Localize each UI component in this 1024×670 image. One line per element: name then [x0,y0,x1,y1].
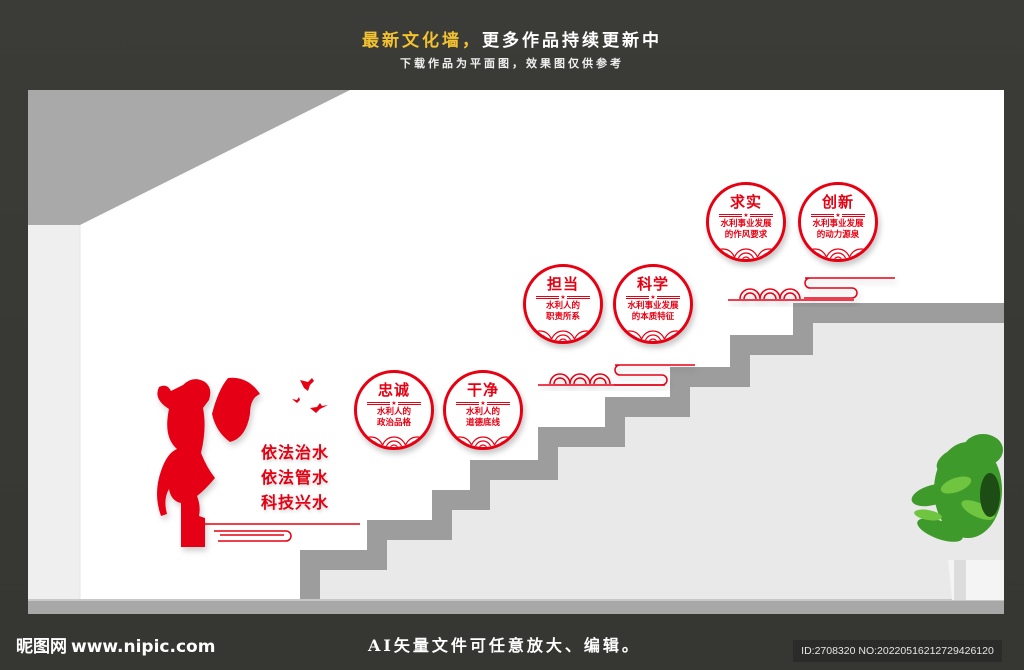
slogan-line: 科技兴水 [261,493,330,512]
subline: 下载作品为平面图，效果图仅供参考 [400,57,624,70]
badge-title: 科学 [636,275,669,293]
wave-pattern-icon [617,330,689,341]
badge-science: 科学 ★ 水利事业发展 的本质特征 [613,264,693,344]
headline: 最新文化墙，更多作品持续更新中 [0,30,1024,52]
star-icon: ★ [650,294,656,301]
birds-icon [292,378,328,413]
badge-line: 水利事业发展 [720,219,772,229]
badge-title: 求实 [729,193,762,211]
badge-divider: ★ [626,294,680,301]
badge-line: 的动力源泉 [816,230,860,240]
badge-responsibility: 担当 ★ 水利人的 职责所系 [523,264,603,344]
site-name: 昵图网 [16,637,67,657]
top-banner: 最新文化墙，更多作品持续更新中 下载作品为平面图，效果图仅供参考 [0,30,1024,72]
badge-line: 职责所系 [545,312,580,322]
badge-line: 水利事业发展 [812,219,864,229]
side-wall [28,225,80,600]
badge-divider: ★ [367,400,421,407]
badge-divider: ★ [456,400,510,407]
slogan-line: 依法治水 [261,443,330,462]
badge-line: 道德底线 [465,418,500,428]
ceiling [28,90,350,225]
star-icon: ★ [480,400,486,407]
badge-divider: ★ [719,212,773,219]
badge-innovation: 创新 ★ 水利事业发展 的动力源泉 [798,182,878,262]
badge-line: 的作风要求 [724,230,768,240]
image-id-label: ID:2708320 NO:20220516212729426120 [793,640,1002,662]
room-background [28,90,1004,614]
badge-pragmatism: 求实 ★ 水利事业发展 的作风要求 [706,182,786,262]
footer-note: AI矢量文件可任意放大、编辑。 [368,636,641,655]
star-icon: ★ [391,400,397,407]
slogan-line: 依法管水 [261,468,330,487]
site-url: www.nipic.com [71,637,216,657]
wave-pattern-icon [802,248,874,259]
stair-edge-band [300,303,1004,614]
cloud-scroll-icon [196,523,360,542]
star-icon: ★ [835,212,841,219]
badge-line: 政治品格 [376,418,411,428]
wave-pattern-icon [527,330,599,341]
stair-fill [320,323,1004,614]
star-icon: ★ [743,212,749,219]
badge-line: 水利人的 [465,407,500,417]
badge-line: 水利人的 [376,407,411,417]
wave-pattern-icon [447,436,519,447]
floor [28,600,1004,614]
badge-loyalty: 忠诚 ★ 水利人的 政治品格 [354,370,434,450]
wave-pattern-icon [710,248,782,259]
badge-line: 水利人的 [545,301,580,311]
headline-accent: 最新文化墙， [362,31,482,51]
badge-title: 干净 [466,381,499,399]
wave-pattern-icon [358,436,430,447]
star-icon: ★ [560,294,566,301]
badge-line: 的本质特征 [631,312,675,322]
badge-title: 创新 [821,193,854,211]
huabiao-pillar-icon [157,377,260,547]
badge-integrity: 干净 ★ 水利人的 道德底线 [443,370,523,450]
headline-rest: 更多作品持续更新中 [482,31,662,51]
badge-title: 担当 [546,275,579,293]
culture-wall-scene: 依法治水 依法管水 科技兴水 忠诚 ★ 水利人的 政治品格 干净 ★ 水利人的 … [28,90,1004,614]
badge-title: 忠诚 [377,381,410,399]
badge-line: 水利事业发展 [627,301,679,311]
badge-divider: ★ [811,212,865,219]
cloud-scroll-icon [728,277,895,301]
slogan-text: 依法治水 依法管水 科技兴水 [261,440,329,515]
potted-plant-icon [911,434,1004,600]
cloud-scroll-icon [538,364,695,386]
badge-divider: ★ [536,294,590,301]
